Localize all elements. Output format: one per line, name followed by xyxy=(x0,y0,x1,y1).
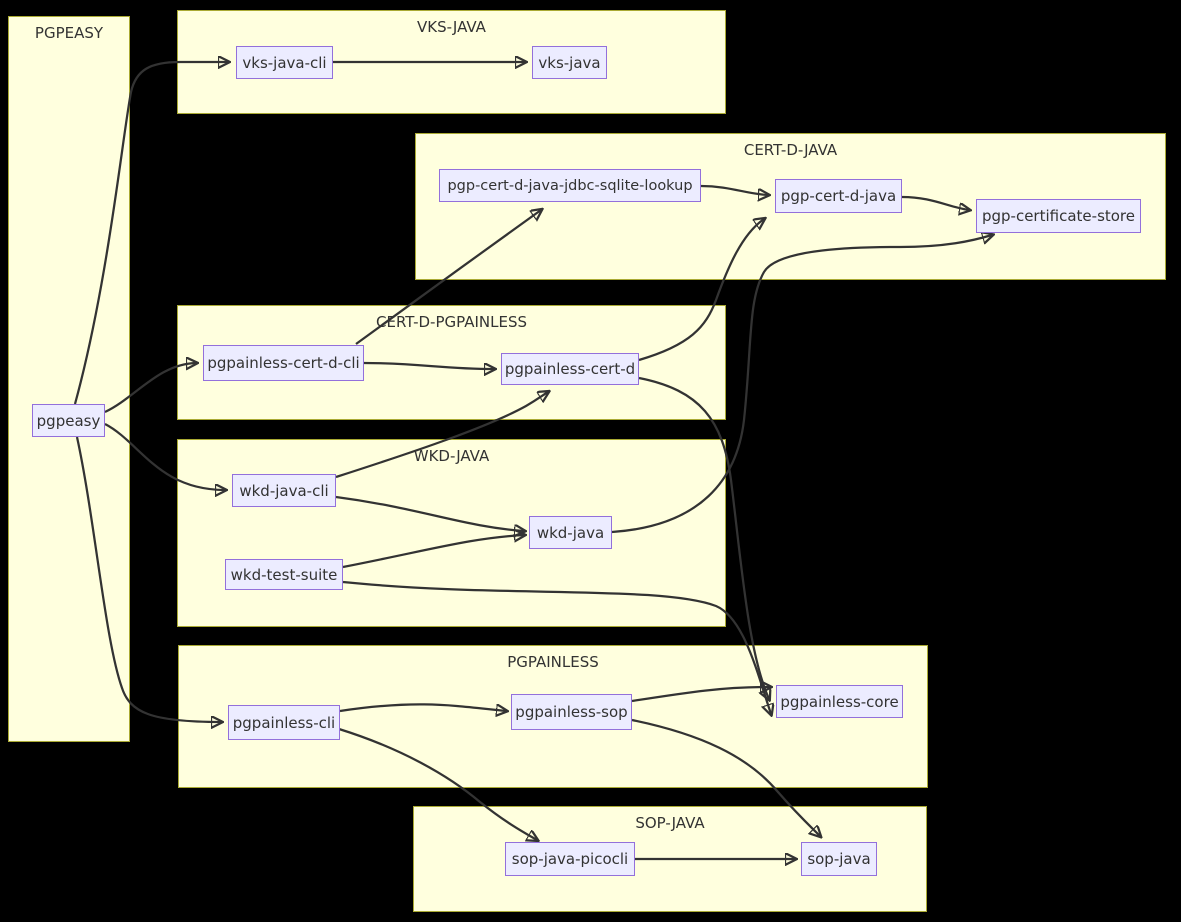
edge-jdbc-lookup-to-pgp-cert-d-java xyxy=(700,184,768,195)
edge-wkd-test-suite-to-pgpainless-core xyxy=(342,580,771,714)
node-vks-java-cli: vks-java-cli xyxy=(236,46,333,79)
node-vks-java-cli-label: vks-java-cli xyxy=(242,53,327,72)
cluster-vks-java-title: VKS-JAVA xyxy=(417,18,486,36)
edge-pgpeasy-to-pgpainless-cli xyxy=(75,436,221,722)
edge-pgpainless-cli-to-sop-java-picocli xyxy=(338,727,537,840)
edge-pgpainless-cert-d-cli-to-jdbc-lookup xyxy=(355,210,541,345)
node-pgp-certificate-store: pgp-certificate-store xyxy=(976,199,1141,233)
node-sop-java-picocli: sop-java-picocli xyxy=(505,842,635,876)
edge-pgpainless-cert-d-cli-to-pgpainless-cert-d xyxy=(363,361,494,369)
edge-pgpeasy-to-vks-java-cli xyxy=(73,62,228,405)
node-pgpainless-sop: pgpainless-sop xyxy=(511,694,632,730)
node-pgp-cert-d-java-jdbc-sqlite-lookup-label: pgp-cert-d-java-jdbc-sqlite-lookup xyxy=(447,177,693,194)
cluster-pgpeasy-title: PGPEASY xyxy=(34,24,104,42)
edge-pgpainless-cert-d-to-pgpainless-core xyxy=(638,376,769,699)
edge-pgpainless-sop-to-pgpainless-core xyxy=(631,687,770,703)
node-pgpainless-cert-d: pgpainless-cert-d xyxy=(501,353,639,385)
node-pgp-certificate-store-label: pgp-certificate-store xyxy=(981,207,1136,225)
node-sop-java-label: sop-java xyxy=(807,850,871,868)
node-pgpeasy: pgpeasy xyxy=(32,404,105,437)
cluster-pgpeasy: PGPEASY xyxy=(8,16,130,742)
node-pgpainless-cli-label: pgpainless-cli xyxy=(232,713,336,732)
edge-pgpainless-cert-d-to-pgp-cert-d-java xyxy=(638,219,764,362)
cluster-cert-d-java-title: CERT-D-JAVA xyxy=(743,141,838,159)
node-wkd-java-label: wkd-java xyxy=(536,523,605,542)
node-pgpeasy-label: pgpeasy xyxy=(36,411,101,430)
node-pgpainless-cert-d-cli: pgpainless-cert-d-cli xyxy=(203,345,364,381)
node-vks-java: vks-java xyxy=(532,46,607,79)
edge-wkd-java-to-pgp-certificate-store xyxy=(611,235,992,534)
edge-wkd-java-cli-to-pgpainless-cert-d xyxy=(335,392,548,479)
cluster-cert-d-pgpainless-title: CERT-D-PGPAINLESS xyxy=(376,313,527,331)
node-pgpainless-cert-d-cli-label: pgpainless-cert-d-cli xyxy=(207,354,360,372)
cluster-wkd-java-title: WKD-JAVA xyxy=(413,447,490,465)
node-wkd-java: wkd-java xyxy=(529,516,612,549)
node-pgp-cert-d-java: pgp-cert-d-java xyxy=(775,179,902,213)
node-pgpainless-core: pgpainless-core xyxy=(776,685,903,718)
node-wkd-java-cli-label: wkd-java-cli xyxy=(239,481,329,500)
node-sop-java-picocli-label: sop-java-picocli xyxy=(511,850,629,868)
cluster-pgpainless-title: PGPAINLESS xyxy=(507,653,599,671)
edge-pgp-cert-d-java-to-pgp-certificate-store xyxy=(901,195,969,210)
node-pgpainless-sop-label: pgpainless-sop xyxy=(515,703,628,721)
node-pgpainless-cli: pgpainless-cli xyxy=(228,705,340,740)
edge-wkd-test-suite-to-wkd-java xyxy=(342,535,524,569)
node-wkd-java-cli: wkd-java-cli xyxy=(232,474,336,507)
node-pgp-cert-d-java-jdbc-sqlite-lookup: pgp-cert-d-java-jdbc-sqlite-lookup xyxy=(439,169,701,202)
node-pgpainless-core-label: pgpainless-core xyxy=(780,692,899,711)
cluster-wkd-java: WKD-JAVA xyxy=(177,439,726,627)
node-pgp-cert-d-java-label: pgp-cert-d-java xyxy=(780,187,897,205)
node-wkd-test-suite: wkd-test-suite xyxy=(225,559,343,590)
edge-pgpainless-cli-to-pgpainless-sop xyxy=(339,703,506,711)
edge-wkd-java-cli-to-wkd-java xyxy=(335,495,524,531)
edge-pgpeasy-to-pgpainless-cert-d-cli xyxy=(104,363,196,414)
edge-pgpainless-sop-to-sop-java xyxy=(631,718,820,836)
node-sop-java: sop-java xyxy=(801,842,877,876)
cluster-sop-java-title: SOP-JAVA xyxy=(635,814,705,832)
node-vks-java-label: vks-java xyxy=(538,53,601,72)
node-wkd-test-suite-label: wkd-test-suite xyxy=(230,565,338,584)
node-pgpainless-cert-d-label: pgpainless-cert-d xyxy=(504,360,636,378)
edge-pgpeasy-to-wkd-java-cli xyxy=(104,423,225,490)
